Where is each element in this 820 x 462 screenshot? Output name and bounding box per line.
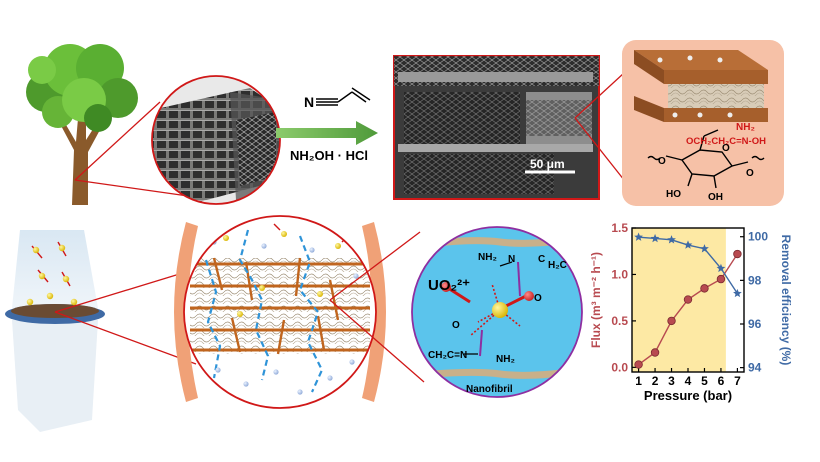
x-tick-label: 6	[718, 374, 725, 388]
flux-point	[683, 295, 693, 304]
flux-point	[650, 348, 660, 357]
x-tick-label: 7	[734, 374, 741, 388]
y-right-axis-label: Removal efficiency (%)	[779, 235, 793, 366]
flux-point	[733, 249, 742, 259]
y-left-tick-label: 1.5	[611, 221, 628, 235]
flux-point	[634, 360, 643, 369]
y-right-tick-label: 98	[748, 273, 762, 287]
scale-bar-label: 50 μm	[530, 157, 565, 171]
removal-point	[716, 263, 726, 273]
removal-point	[733, 288, 742, 298]
complex-ch2-top: H₂C	[548, 260, 567, 271]
uranyl-complex-zoom: UO₂²⁺ NH₂ N C H₂C O O CH₂C=N NH₂ Nanofib…	[411, 226, 583, 398]
zoom-line-membrane-top	[54, 271, 187, 313]
uranyl-ion-label: UO₂²⁺	[428, 277, 470, 294]
x-tick-label: 3	[668, 374, 675, 388]
highlight-band	[632, 228, 726, 372]
amidoxime-nh2: NH₂	[736, 122, 755, 133]
sem-image: 50 μm	[393, 55, 600, 200]
tree-illustration	[26, 44, 138, 205]
zoom-line-complex-bottom	[329, 299, 425, 383]
zoom-line-tree-top	[74, 101, 161, 181]
complex-nh2-bottom: NH₂	[496, 354, 515, 365]
x-tick-label: 1	[635, 374, 642, 388]
y-right-tick-label: 96	[748, 317, 762, 331]
y-right-tick-label: 94	[748, 361, 762, 375]
y-left-tick-label: 1.0	[611, 267, 628, 281]
y-right-tick-label: 100	[748, 230, 768, 244]
x-tick-label: 4	[685, 374, 692, 388]
x-axis-label: Pressure (bar)	[644, 388, 732, 403]
y-left-tick-label: 0.0	[611, 360, 628, 374]
zoom-line-membrane-bottom	[54, 311, 197, 365]
y-left-tick-label: 0.5	[611, 314, 628, 328]
complex-c-top: C	[538, 254, 545, 265]
complex-nh2-top: NH₂	[478, 252, 497, 263]
zoom-line-tree-bottom	[74, 179, 189, 197]
membrane-zoom	[174, 215, 386, 409]
wood-structure-zoom	[151, 75, 281, 205]
amidoxime-chain: OCH₂CH₂C=N-OH	[686, 136, 766, 147]
glucose-ring	[647, 129, 765, 189]
hydroxyl-left: HO	[666, 189, 681, 200]
amidoxime-panel: NH₂ OCH₂CH₂C=N-OH O O O HO OH	[622, 40, 784, 206]
ring-oxygen: O	[722, 143, 730, 154]
oxygen-right: O	[746, 168, 754, 179]
hydroxyl-bottom: OH	[708, 192, 723, 203]
acrylonitrile-structure: N	[304, 87, 371, 110]
removal-point	[700, 244, 709, 253]
removal-point	[683, 240, 693, 249]
channel-illustration	[634, 50, 768, 122]
svg-text:N: N	[304, 94, 314, 110]
removal-point	[667, 235, 676, 244]
complex-n-top: N	[508, 254, 515, 265]
oxygen-left: O	[658, 156, 666, 167]
reagent-hydroxylamine: NH₂OH · HCl	[290, 148, 368, 163]
flux-point	[716, 274, 726, 284]
complex-o-bottom: O	[452, 320, 460, 331]
removal-point	[650, 233, 660, 243]
x-tick-label: 2	[652, 374, 659, 388]
filtration-setup	[5, 230, 105, 432]
flux-point	[700, 284, 709, 293]
x-tick-label: 5	[701, 374, 708, 388]
y-left-axis-label: Flux (m³ m⁻² h⁻¹)	[589, 252, 603, 348]
zoom-line-complex-top	[329, 231, 421, 301]
complex-o-top: O	[534, 293, 542, 304]
complex-chain-bottom: CH₂C=N	[428, 350, 467, 361]
reaction-arrow: N NH₂OH · HCl	[276, 87, 378, 163]
flux-point	[667, 316, 676, 326]
removal-point	[634, 232, 643, 241]
nanofibril-label: Nanofibril	[466, 384, 513, 395]
